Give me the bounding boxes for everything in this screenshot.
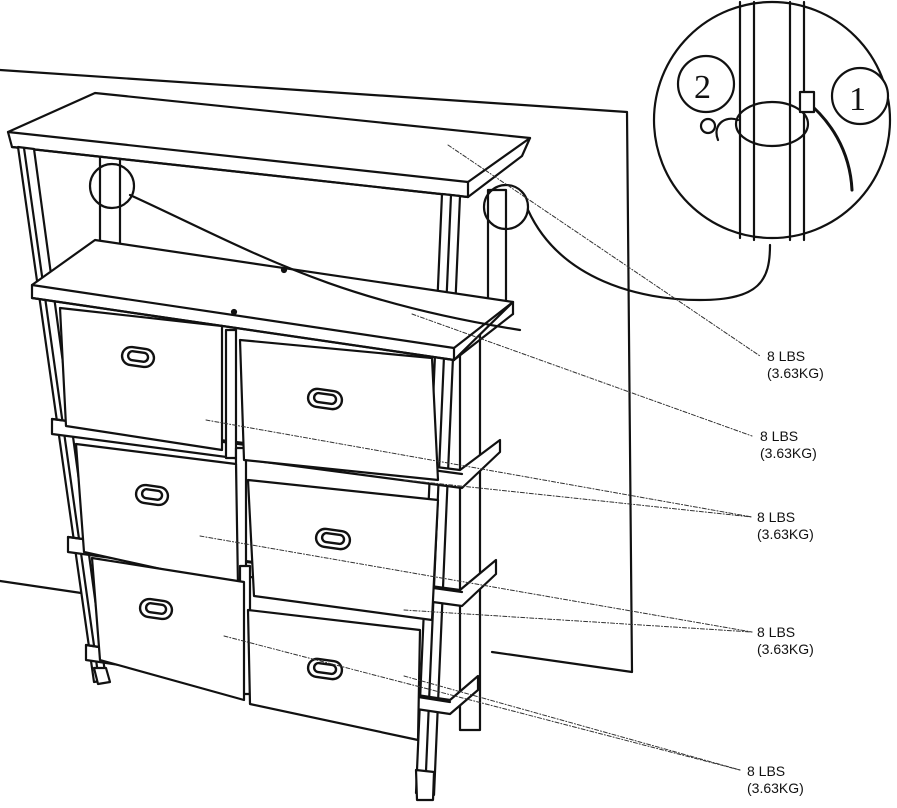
wall-floor-line <box>0 579 90 596</box>
weight-label-second-shelf: 8 LBS (3.63KG) <box>760 428 817 461</box>
leader-line-4 <box>199 535 753 633</box>
second-shelf <box>30 238 515 362</box>
bin-5 <box>90 556 246 702</box>
weight-label-fourth-shelf: 8 LBS (3.63KG) <box>757 624 814 657</box>
weight-label-third-shelf: 8 LBS (3.63KG) <box>757 509 814 542</box>
weight-label-top-shelf: 8 LBS (3.63KG) <box>767 348 824 381</box>
leader-line-1 <box>447 144 761 357</box>
tether-point-left <box>88 162 136 210</box>
bin-2 <box>238 338 440 482</box>
front-foot-left <box>92 666 112 686</box>
center-post-1 <box>224 328 238 460</box>
callout-2-label: 2 <box>694 69 711 106</box>
leader-line-3 <box>205 419 753 518</box>
bin-1 <box>58 306 224 452</box>
leader-line-5 <box>223 635 741 771</box>
tether-strap-left <box>128 193 522 332</box>
back-leg-right <box>486 188 508 307</box>
tether-strap-right <box>526 208 772 302</box>
top-shelf <box>6 91 532 199</box>
callout-1-label: 1 <box>849 81 866 118</box>
tether-point-right <box>482 183 530 231</box>
detail-circle <box>652 0 892 240</box>
back-leg-left <box>98 153 122 249</box>
leader-line-2 <box>411 313 753 437</box>
front-foot-right <box>414 768 436 802</box>
back-leg-right-lower <box>458 308 482 732</box>
weight-label-bottom-shelf: 8 LBS (3.63KG) <box>747 763 804 796</box>
